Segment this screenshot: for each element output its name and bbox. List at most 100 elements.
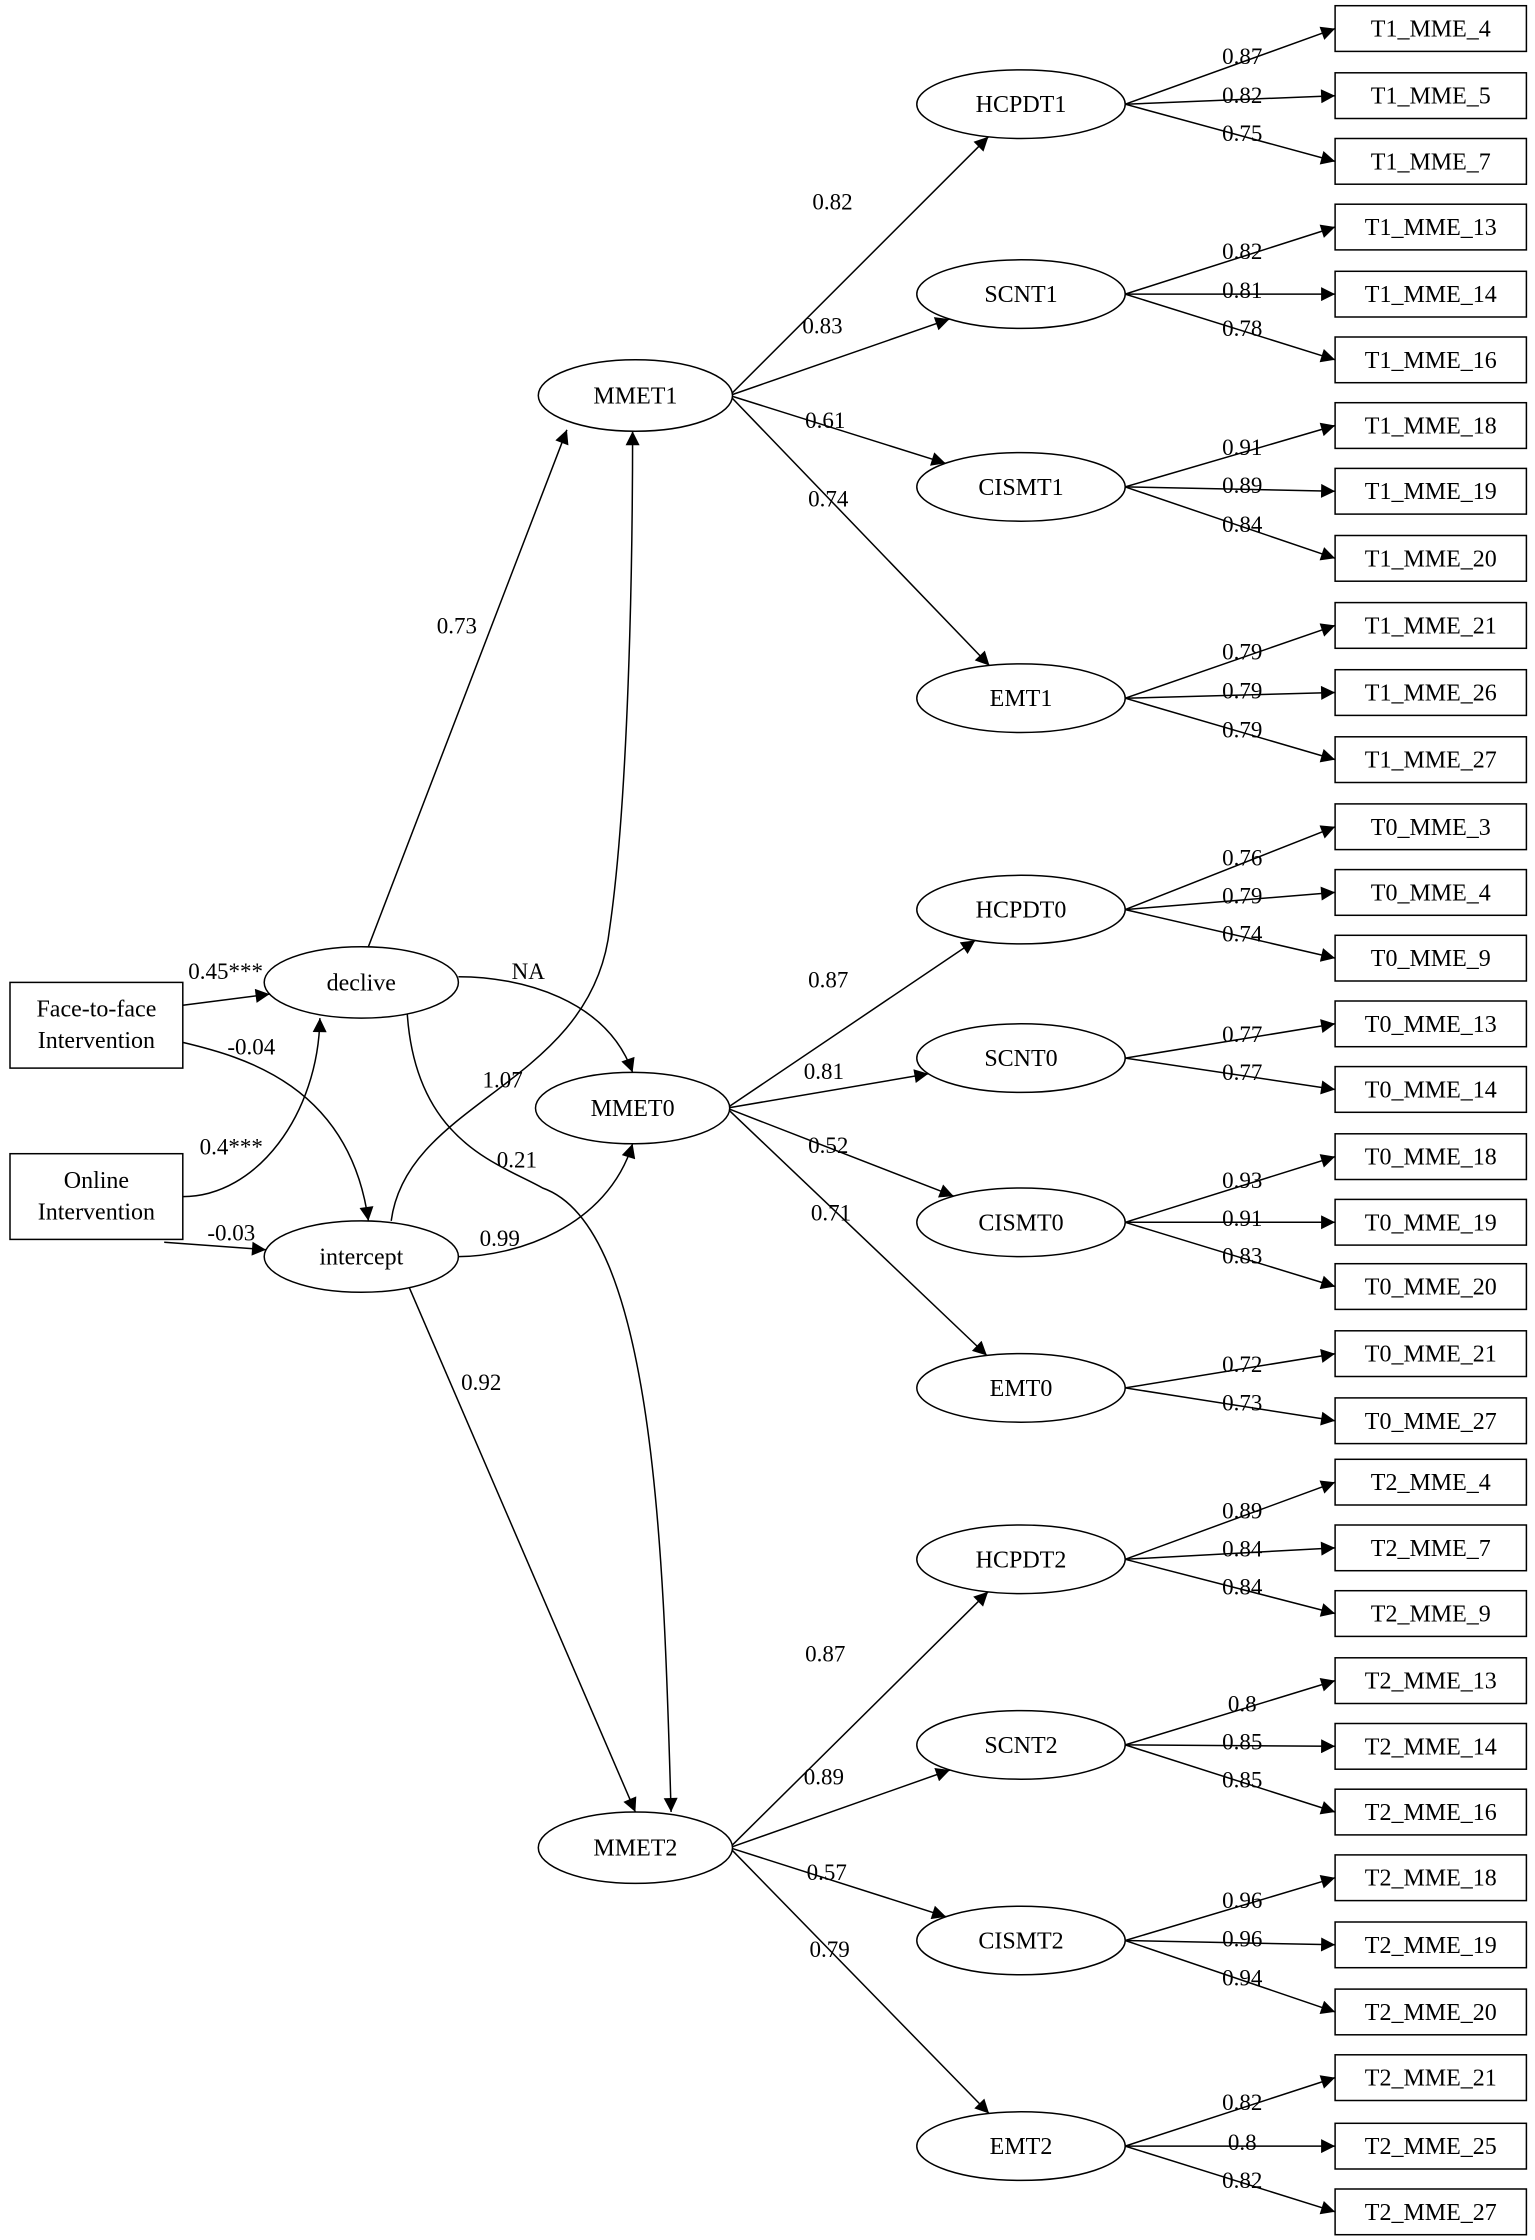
node-box bbox=[1334, 1657, 1528, 1705]
node-box bbox=[1334, 270, 1528, 318]
node-box bbox=[1334, 401, 1528, 450]
node-label: MMET1 bbox=[593, 384, 677, 410]
node-label: Intervention bbox=[38, 1199, 155, 1225]
node-label: SCNT0 bbox=[984, 1046, 1057, 1072]
path-coefficient: 0.83 bbox=[1222, 1243, 1262, 1268]
path-coefficient: 0.82 bbox=[1222, 2168, 1262, 2193]
path-coefficient: 0.8 bbox=[1228, 1691, 1257, 1716]
node-t1-mme-18: T1_MME_18 bbox=[1334, 401, 1528, 450]
path-coefficient: 0.82 bbox=[1222, 83, 1262, 108]
node-t2-mme-4: T2_MME_4 bbox=[1334, 1458, 1528, 1506]
node-t0-mme-18: T0_MME_18 bbox=[1334, 1133, 1528, 1181]
path-coefficient: 0.75 bbox=[1222, 121, 1262, 146]
node-box bbox=[1334, 1262, 1528, 1311]
edge-hcpdt0-to-t0-mme-9 bbox=[1125, 908, 1336, 962]
node-t0-mme-27: T0_MME_27 bbox=[1334, 1397, 1528, 1445]
edge-hcpdt1-to-t1-mme-4 bbox=[1124, 26, 1336, 105]
node-ellipse bbox=[916, 1524, 1126, 1595]
path-coefficient: 0.79 bbox=[1222, 679, 1262, 704]
node-label: T2_MME_13 bbox=[1365, 1669, 1497, 1695]
path-coefficient: -0.03 bbox=[207, 1220, 255, 1245]
path-coefficient: 0.92 bbox=[461, 1370, 501, 1395]
node-label: T1_MME_14 bbox=[1365, 282, 1497, 308]
node-label: T1_MME_5 bbox=[1371, 84, 1491, 110]
path-coefficient: 0.21 bbox=[497, 1148, 537, 1173]
path-coefficient: 0.77 bbox=[1222, 1022, 1262, 1047]
node-hcpdt2: HCPDT2 bbox=[916, 1524, 1126, 1595]
node-t2-mme-27: T2_MME_27 bbox=[1334, 2188, 1528, 2236]
edge-mmet0-to-cismt0 bbox=[726, 1107, 954, 1198]
edge-scnt0-to-t0-mme-13 bbox=[1125, 1019, 1336, 1059]
node-box bbox=[1334, 1133, 1528, 1181]
node-label: T2_MME_20 bbox=[1365, 2000, 1497, 2026]
node-emt0: EMT0 bbox=[916, 1352, 1126, 1423]
node-label: T2_MME_7 bbox=[1371, 1536, 1491, 1562]
node-box bbox=[1334, 467, 1528, 515]
node-ellipse bbox=[537, 359, 734, 432]
node-ellipse bbox=[916, 1905, 1126, 1976]
path-coefficient: 0.84 bbox=[1222, 512, 1263, 537]
path-coefficient: 0.96 bbox=[1222, 1888, 1262, 1913]
node-box bbox=[1334, 137, 1528, 185]
node-label: HCPDT2 bbox=[976, 1547, 1067, 1573]
node-ellipse bbox=[916, 1709, 1126, 1780]
path-coefficient: 0.73 bbox=[1222, 1391, 1262, 1416]
path-coefficient: 0.82 bbox=[1222, 239, 1262, 264]
path-coefficient: NA bbox=[512, 959, 546, 984]
node-label: T1_MME_27 bbox=[1365, 748, 1497, 774]
path-coefficient: 0.57 bbox=[807, 1860, 847, 1885]
path-coefficient: 0.8 bbox=[1228, 2130, 1257, 2155]
node-ellipse bbox=[916, 1352, 1126, 1423]
node-mmet0: MMET0 bbox=[534, 1071, 731, 1145]
edge-cismt2-to-t2-mme-18 bbox=[1124, 1875, 1336, 1942]
edge-mmet2-to-emt2 bbox=[729, 1847, 990, 2115]
node-t1-mme-4: T1_MME_4 bbox=[1334, 4, 1528, 53]
node-label: T1_MME_21 bbox=[1365, 613, 1497, 639]
node-cismt0: CISMT0 bbox=[916, 1187, 1126, 1258]
node-box bbox=[9, 981, 184, 1069]
edge-emt2-to-t2-mme-21 bbox=[1124, 2075, 1336, 2147]
path-coefficient: 0.79 bbox=[1222, 883, 1262, 908]
path-coefficient: 1.07 bbox=[482, 1068, 522, 1093]
node-t2-mme-21: T2_MME_21 bbox=[1334, 2054, 1528, 2102]
node-scnt0: SCNT0 bbox=[916, 1023, 1126, 1094]
node-label: T0_MME_21 bbox=[1365, 1342, 1497, 1368]
edge-mmet2-to-cismt2 bbox=[729, 1846, 947, 1920]
node-mmet2: MMET2 bbox=[537, 1811, 734, 1885]
node-label: T2_MME_4 bbox=[1371, 1470, 1491, 1496]
node-t2-mme-20: T2_MME_20 bbox=[1334, 1988, 1528, 2036]
edge-emt1-to-t1-mme-21 bbox=[1124, 623, 1336, 699]
node-box bbox=[1334, 803, 1528, 851]
node-label: T2_MME_19 bbox=[1365, 1933, 1497, 1959]
path-coefficient: 0.89 bbox=[804, 1764, 844, 1789]
path-coefficient: 0.84 bbox=[1222, 1536, 1263, 1561]
node-t2-mme-9: T2_MME_9 bbox=[1334, 1589, 1528, 1638]
node-box bbox=[1334, 4, 1528, 53]
node-ellipse bbox=[534, 1071, 731, 1145]
node-t1-mme-26: T1_MME_26 bbox=[1334, 668, 1528, 717]
node-declive: declive bbox=[263, 945, 460, 1019]
edge-hcpdt0-to-t0-mme-3 bbox=[1124, 825, 1336, 911]
node-box bbox=[1334, 1524, 1528, 1572]
path-coefficient: 0.79 bbox=[809, 1937, 849, 1962]
node-label: T2_MME_14 bbox=[1365, 1734, 1497, 1760]
node-label: T1_MME_13 bbox=[1365, 215, 1497, 241]
node-label: MMET0 bbox=[591, 1096, 675, 1122]
node-label: T0_MME_4 bbox=[1371, 880, 1491, 906]
node-label: T1_MME_26 bbox=[1365, 681, 1497, 707]
node-box bbox=[1334, 534, 1528, 582]
edge-hcpdt2-to-t2-mme-9 bbox=[1125, 1558, 1336, 1617]
node-ellipse bbox=[916, 69, 1126, 140]
node-label: T2_MME_9 bbox=[1371, 1602, 1491, 1628]
edge-mmet1-to-scnt1 bbox=[729, 317, 950, 397]
path-coefficient: 0.61 bbox=[805, 408, 845, 433]
node-emt1: EMT1 bbox=[916, 663, 1126, 734]
node-label: Face-to-face bbox=[36, 997, 156, 1023]
node-box bbox=[1334, 1788, 1528, 1836]
node-label: SCNT2 bbox=[984, 1733, 1057, 1759]
node-label: T1_MME_19 bbox=[1365, 479, 1497, 505]
node-ellipse bbox=[916, 451, 1126, 522]
edge-mmet0-to-emt0 bbox=[726, 1107, 988, 1357]
path-coefficient: 0.76 bbox=[1222, 845, 1262, 870]
